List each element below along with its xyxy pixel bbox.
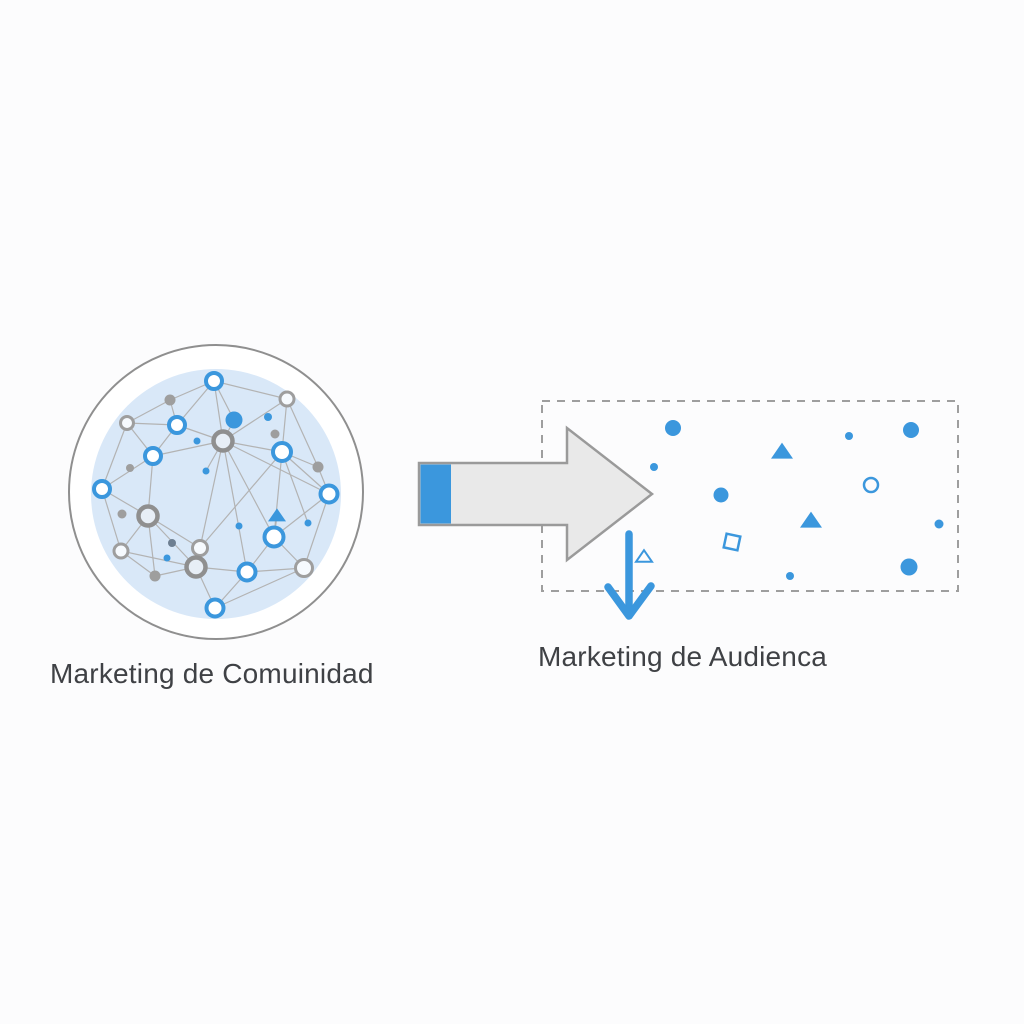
network-node (92, 479, 112, 499)
network-node (136, 504, 160, 528)
network-node (264, 413, 272, 421)
network-node (202, 467, 210, 475)
network-node (312, 461, 324, 473)
network-node (193, 437, 201, 445)
audience-label: Marketing de Audienca (538, 641, 828, 672)
audience-triangle (771, 442, 793, 459)
audience-triangle (800, 511, 822, 528)
audience-circle (786, 572, 794, 580)
network-node (278, 390, 296, 408)
audience-circle (845, 432, 853, 440)
network-node-triangle (268, 508, 286, 522)
network-edge (199, 440, 224, 549)
network-edge (214, 567, 305, 609)
audience-square (722, 532, 742, 552)
network-edge (222, 440, 275, 538)
network-node (163, 554, 171, 562)
network-edge (303, 493, 330, 569)
network-node (262, 525, 286, 549)
network-node (204, 371, 224, 391)
network-edge (101, 422, 128, 490)
community-inner-circle (91, 369, 341, 619)
network-node (149, 570, 161, 582)
transform-arrow-blue-block (420, 464, 451, 524)
audience-circle (903, 422, 919, 438)
network-node (191, 539, 209, 557)
network-edge (281, 451, 309, 524)
network-node (164, 394, 176, 406)
network-edge (273, 451, 283, 538)
network-edge (273, 493, 330, 538)
network-edge (101, 488, 122, 552)
network-node (112, 542, 130, 560)
network-edge (120, 550, 197, 568)
audience-circle (713, 487, 729, 503)
community-label: Marketing de Comuinidad (50, 658, 374, 689)
network-node (126, 464, 134, 472)
network-node (225, 411, 243, 429)
network-node (235, 522, 243, 530)
audience-ring (862, 476, 880, 494)
audience-circle (934, 519, 944, 529)
network-edge (126, 399, 171, 424)
transform-arrow (417, 425, 655, 563)
network-node (184, 555, 208, 579)
audience-circle (665, 420, 681, 436)
network-edge (152, 440, 224, 457)
network-node (119, 415, 135, 431)
network-node (304, 519, 312, 527)
audience-triangle-outline (634, 548, 654, 563)
network-edge (101, 455, 154, 490)
network-edge (222, 440, 330, 495)
down-arrow-head (604, 582, 655, 620)
network-node (270, 429, 280, 439)
network-edge (286, 398, 319, 468)
network-node (117, 509, 127, 519)
network-edge (199, 451, 283, 549)
network-edge (222, 398, 288, 442)
network-node (318, 483, 340, 505)
network-node (294, 558, 314, 578)
audience-circle (900, 558, 918, 576)
network-node (271, 441, 293, 463)
audience-circle (650, 463, 658, 471)
network-node (167, 415, 187, 435)
network-node (236, 561, 258, 583)
network-node (204, 597, 226, 619)
network-node (143, 446, 163, 466)
network-edge (213, 380, 288, 400)
network-node (211, 429, 235, 453)
network-node (168, 539, 176, 547)
